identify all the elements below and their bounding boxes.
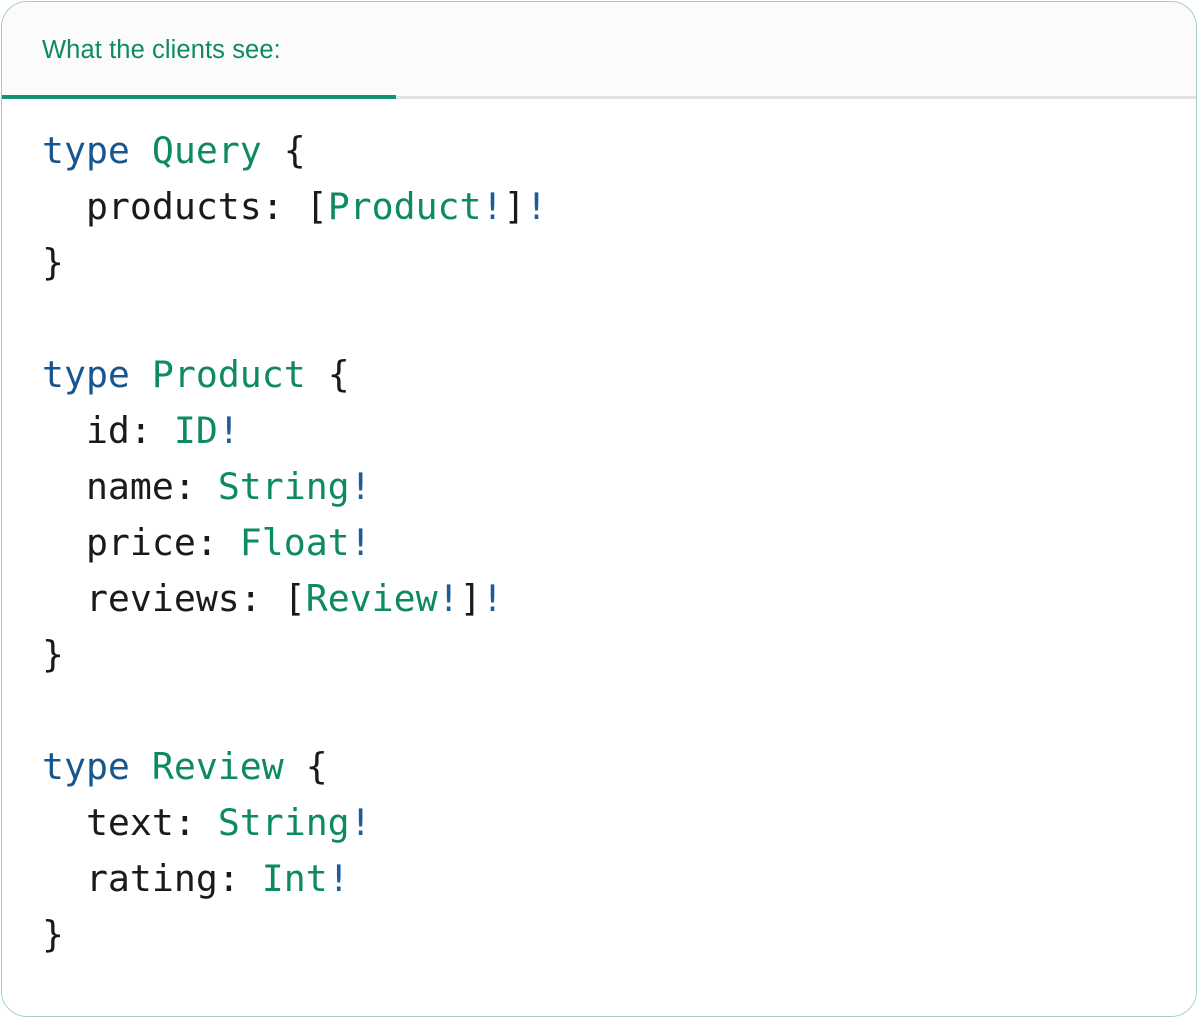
code-line: text: String! [42, 795, 1196, 851]
code-line: products: [Product!]! [42, 179, 1196, 235]
code-line: } [42, 907, 1196, 963]
code-token-punct: : [ [239, 577, 306, 620]
code-token-punct: : [217, 857, 262, 900]
graphql-schema-code: type Query { products: [Product!]!} type… [2, 99, 1196, 963]
code-token-punct: : [ [261, 185, 328, 228]
code-token-type: Product [151, 353, 306, 396]
code-token-punct: } [42, 633, 64, 676]
code-token-punct: : [129, 409, 174, 452]
code-token-bang: ! [525, 185, 548, 228]
code-token-bang: ! [481, 577, 504, 620]
code-line: } [42, 627, 1196, 683]
code-line: } [42, 235, 1196, 291]
code-token-field: rating [42, 857, 218, 900]
code-line: id: ID! [42, 403, 1196, 459]
code-token-type: Review [151, 745, 284, 788]
code-token-field: id [42, 409, 130, 452]
code-token-type: String [217, 801, 350, 844]
code-token-bang: ! [437, 577, 460, 620]
code-area[interactable]: type Query { products: [Product!]!} type… [2, 99, 1196, 1016]
code-token-punct: { [305, 353, 350, 396]
code-token-punct [130, 745, 152, 788]
code-line [42, 291, 1196, 347]
code-token-bang: ! [481, 185, 504, 228]
code-token-type: Float [239, 521, 350, 564]
code-token-field: price [42, 521, 196, 564]
code-token-type: ID [173, 409, 218, 452]
code-token-punct: { [261, 129, 306, 172]
code-token-bang: ! [217, 409, 240, 452]
code-token-punct: { [283, 745, 328, 788]
code-token-kw: type [42, 353, 130, 396]
code-token-bang: ! [349, 521, 372, 564]
code-token-field: name [42, 465, 174, 508]
code-token-bang: ! [349, 465, 372, 508]
code-token-type: Product [327, 185, 482, 228]
code-token-punct: : [173, 465, 218, 508]
code-line: reviews: [Review!]! [42, 571, 1196, 627]
header-divider [2, 96, 1196, 99]
code-token-punct: : [173, 801, 218, 844]
code-token-kw: type [42, 745, 130, 788]
code-token-field: text [42, 801, 174, 844]
code-line: type Review { [42, 739, 1196, 795]
code-root: type Query { products: [Product!]!} type… [42, 123, 1196, 963]
code-line: type Query { [42, 123, 1196, 179]
code-token-punct: : [195, 521, 240, 564]
code-token-punct: } [42, 241, 64, 284]
code-token-field: reviews [42, 577, 240, 620]
code-token-punct [130, 129, 152, 172]
tab-what-the-clients-see[interactable]: What the clients see: [2, 2, 396, 99]
card-header: What the clients see: [2, 2, 1196, 99]
code-token-punct [130, 353, 152, 396]
code-token-punct: } [42, 913, 64, 956]
code-token-kw: type [42, 129, 130, 172]
code-line: type Product { [42, 347, 1196, 403]
tab-label: What the clients see: [42, 35, 281, 64]
code-token-field: products [42, 185, 262, 228]
code-token-type: Query [151, 129, 262, 172]
code-line: price: Float! [42, 515, 1196, 571]
code-token-punct: ] [459, 577, 482, 620]
code-token-type: Int [261, 857, 328, 900]
code-token-bang: ! [327, 857, 350, 900]
code-line [42, 683, 1196, 739]
code-token-type: Review [305, 577, 438, 620]
code-line: rating: Int! [42, 851, 1196, 907]
code-line: name: String! [42, 459, 1196, 515]
code-token-punct: ] [503, 185, 526, 228]
code-token-type: String [217, 465, 350, 508]
code-token-bang: ! [349, 801, 372, 844]
tab-active-underline [2, 95, 396, 99]
